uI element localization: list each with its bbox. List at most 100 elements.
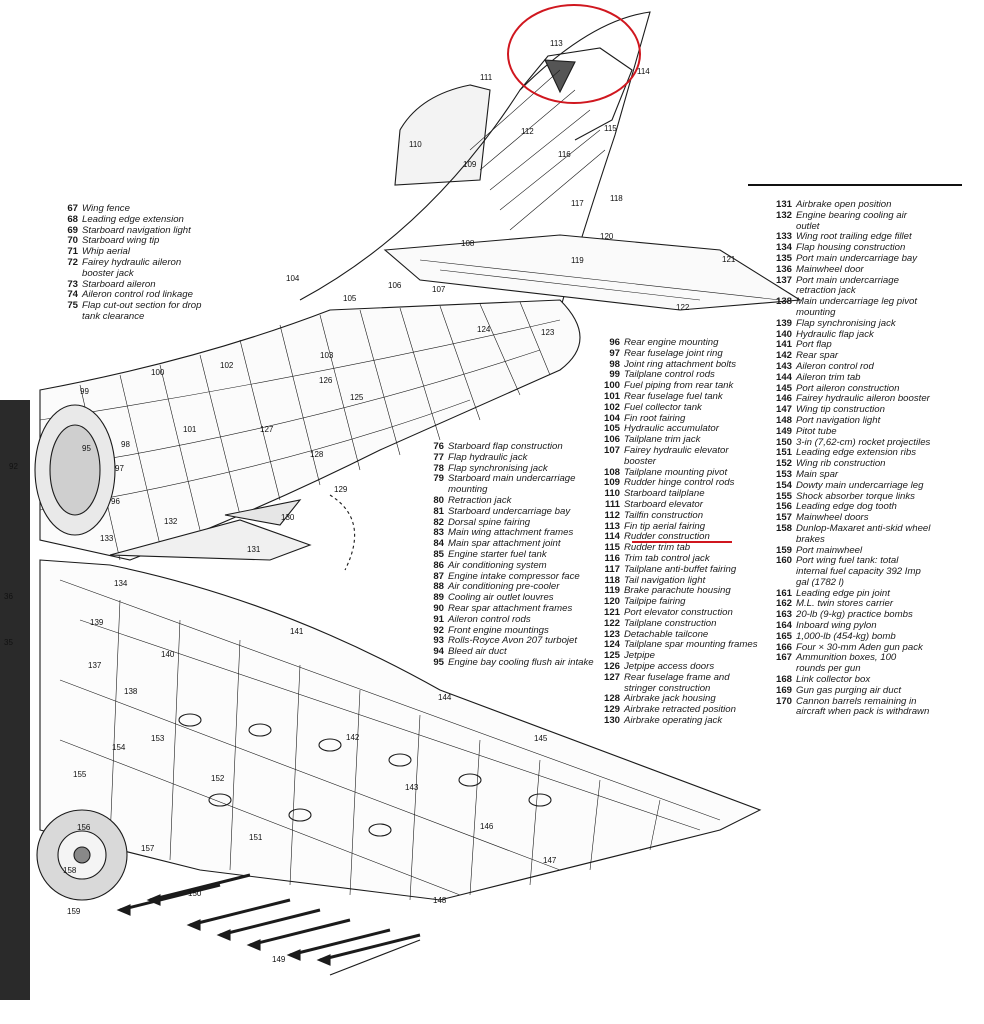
legend-number: 119 — [604, 585, 620, 597]
callout: 105 — [343, 294, 357, 303]
legend-number: 160 — [775, 555, 792, 567]
legend-text: Port elevator construction — [624, 606, 733, 618]
callout: 99 — [80, 387, 89, 396]
legend-number: 157 — [775, 512, 792, 524]
legend-text: Rudder construction — [624, 531, 710, 543]
legend-number: 120 — [603, 596, 620, 608]
legend-text: Fairey hydraulic aileron booster — [796, 393, 930, 405]
legend-number: 143 — [775, 360, 792, 372]
legend-number: 85 — [433, 548, 444, 560]
legend-text: Fairey hydraulic aileron booster jack — [82, 256, 182, 279]
legend-number: 127 — [603, 671, 620, 683]
legend-text: Airbrake open position — [796, 199, 892, 210]
legend-number: 153 — [775, 468, 792, 480]
legend-number: 116 — [604, 552, 620, 564]
legend-number: 102 — [603, 401, 620, 413]
legend-text: Tailplane construction — [624, 617, 717, 629]
legend-text: Aileron trim tab — [796, 371, 861, 383]
legend-text: Airbrake operating jack — [624, 714, 723, 726]
legend-text: Engine intake compressor face — [448, 570, 580, 582]
legend-number: 74 — [67, 289, 78, 301]
legend-number: 86 — [433, 559, 444, 571]
legend-number: 109 — [603, 477, 620, 489]
callout: 104 — [286, 274, 300, 283]
legend-text: Main undercarriage leg pivot mounting — [796, 296, 918, 318]
legend-number: 149 — [775, 425, 792, 437]
legend-entry: 165 1,000-lb (454-kg) bomb — [770, 630, 930, 643]
callout: 98 — [121, 440, 130, 449]
legend-text: Rear engine mounting — [624, 337, 719, 348]
callout: 126 — [319, 376, 333, 385]
legend-number: 94 — [433, 646, 444, 658]
legend-number: 117 — [604, 563, 620, 575]
legend-text: 1,000-lb (454-kg) bomb — [796, 630, 896, 642]
callout: 116 — [558, 150, 571, 159]
callout: 123 — [541, 328, 555, 337]
legend-text: Wing root trailing edge fillet — [796, 231, 912, 243]
legend-text: Port mainwheel — [796, 544, 863, 556]
callout: 95 — [82, 444, 91, 453]
legend-number: 159 — [775, 544, 792, 556]
callout: 139 — [90, 618, 104, 627]
legend-text: Flap cut-out section for drop tank clear… — [82, 300, 202, 322]
legend-text: Tailplane spar mounting frames — [624, 639, 758, 651]
legend-number: 134 — [775, 242, 792, 254]
legend-number: 71 — [67, 246, 78, 258]
legend-number: 73 — [67, 278, 78, 290]
legend-text: Rudder trim tab — [624, 542, 691, 554]
highlight-underline — [632, 541, 732, 543]
legend-number: 93 — [433, 635, 444, 647]
legend-text: Tailplane trim jack — [624, 434, 701, 446]
fuselage-rear — [34, 11, 802, 571]
legend-number: 80 — [433, 494, 444, 506]
legend-number: 99 — [609, 369, 620, 381]
legend-text: Fin root fairing — [624, 412, 686, 424]
legend-number: 76 — [433, 441, 444, 452]
callout: 137 — [88, 661, 102, 670]
legend-number: 132 — [775, 209, 792, 221]
legend-number: 148 — [775, 414, 792, 426]
callout: 96 — [111, 497, 120, 506]
callout: 131 — [247, 545, 261, 554]
legend-number: 91 — [433, 613, 444, 625]
legend-number: 111 — [605, 498, 620, 510]
legend-number: 110 — [604, 488, 620, 500]
legend-number: 150 — [775, 436, 792, 448]
legend-number: 152 — [775, 458, 792, 470]
callout-labels: 111 113 114 112 115 110 116 109 118 117 … — [4, 39, 736, 964]
legend-number: 154 — [775, 479, 792, 491]
legend-text: Hydraulic accumulator — [624, 423, 719, 435]
legend-number: 165 — [775, 630, 792, 642]
legend-text: Port main undercarriage retraction jack — [796, 274, 899, 297]
legend-text: Jetpipe — [624, 650, 655, 662]
legend-number: 106 — [603, 434, 620, 446]
callout: 143 — [405, 783, 419, 792]
legend-text: Jetpipe access doors — [624, 660, 715, 672]
callout: 159 — [67, 907, 81, 916]
legend-number: 135 — [775, 252, 792, 264]
legend-text: Link collector box — [796, 674, 871, 686]
legend-number: 83 — [433, 527, 444, 539]
legend-number: 98 — [609, 358, 620, 370]
callout: 132 — [164, 517, 178, 526]
